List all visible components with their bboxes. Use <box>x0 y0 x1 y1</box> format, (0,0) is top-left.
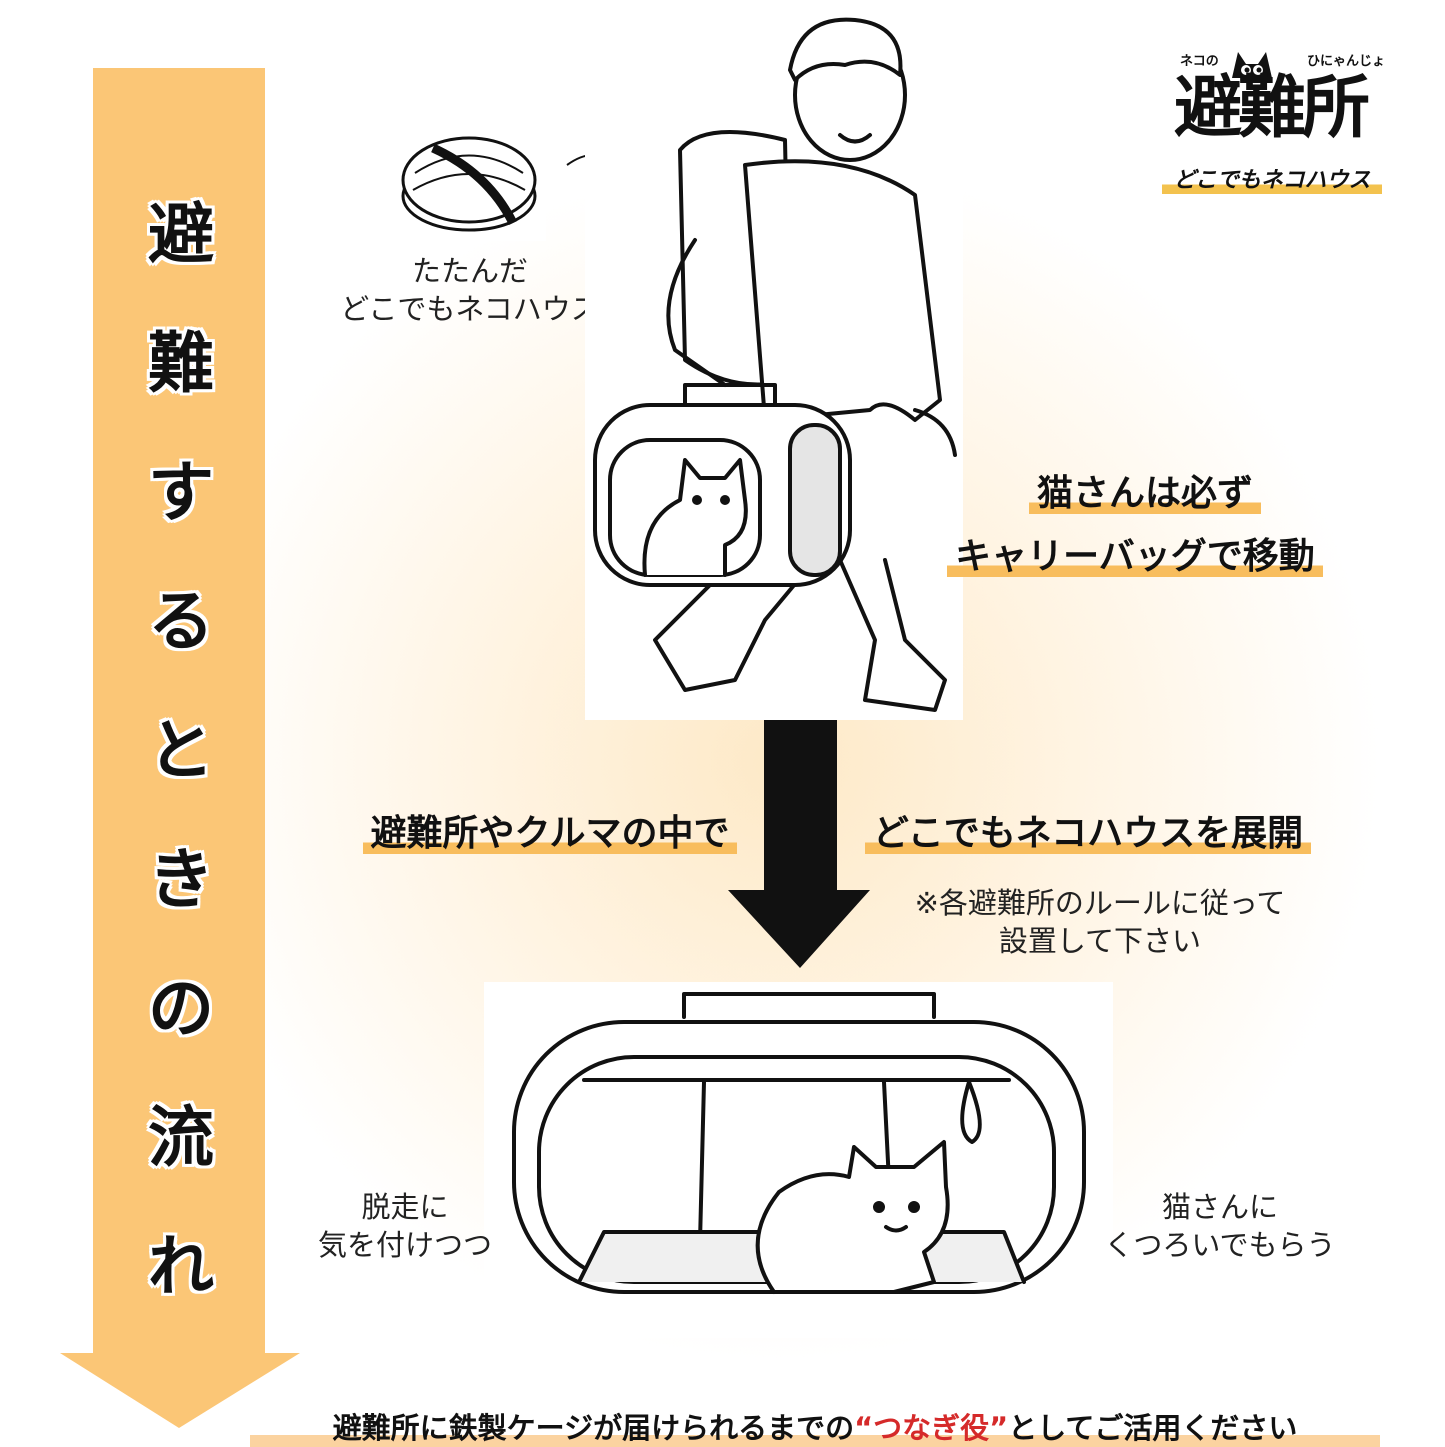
logo-small-right: ひにゃんじょ <box>1306 54 1385 69</box>
side-title: 避 難 す る と き の 流 れ <box>96 170 266 1331</box>
logo-main-text: 避難所 <box>1173 68 1370 148</box>
cat-house-image <box>484 982 1113 1338</box>
folded-label-line: どこでもネコハウス <box>340 292 600 326</box>
rule-note-line: ※各避難所のルールに従って <box>914 886 1286 920</box>
carrier-note: 猫さんは必ず <box>980 472 1310 516</box>
side-title-char: 流 <box>148 1099 214 1176</box>
down-arrow-icon <box>728 720 870 968</box>
brand-logo: ネコの ひにゃんじょ 避難所 どこでもネコハウス <box>1150 50 1390 194</box>
side-title-char: き <box>148 841 214 918</box>
rule-note: ※各避難所のルールに従って 設置して下さい <box>870 884 1330 960</box>
relax-note-line: くつろいでもらう <box>1104 1228 1336 1262</box>
side-title-char: 避 <box>148 196 214 273</box>
deploy-left-text: 避難所やクルマの中で <box>362 813 738 854</box>
bottom-cta: 避難所に鉄製ケージが届けられるまでの“つなぎ役”としてご活用ください <box>250 1405 1380 1447</box>
deploy-right-text: どこでもネコハウスを展開 <box>864 813 1312 854</box>
flow-arrow <box>60 68 300 1428</box>
man-with-carrier-image <box>585 0 963 720</box>
side-title-char: 難 <box>148 325 214 402</box>
cta-highlight: “つなぎ役” <box>854 1411 1009 1445</box>
cat-eyes-icon <box>1232 52 1272 78</box>
side-title-char: の <box>148 970 214 1047</box>
cta-before: 避難所に鉄製ケージが届けられるまでの <box>332 1411 855 1445</box>
side-title-char: す <box>148 454 214 531</box>
logo-sub-text: どこでもネコハウス <box>1162 162 1382 194</box>
escape-note: 脱走に 気を付けつつ <box>300 1188 510 1264</box>
cat-house-illustration <box>512 992 1086 1294</box>
carrier-note-line: キャリーバッグで移動 <box>947 536 1323 577</box>
deploy-right: どこでもネコハウスを展開 <box>838 812 1338 856</box>
folded-label-line: たたんだ <box>411 254 528 288</box>
side-title-char: と <box>148 712 214 789</box>
relax-note-line: 猫さんに <box>1161 1190 1278 1224</box>
carrier-note-line: 猫さんは必ず <box>1028 473 1261 514</box>
side-title-char: る <box>148 583 214 660</box>
side-title-char: れ <box>148 1228 214 1305</box>
folded-label: たたんだ どこでもネコハウス <box>320 252 620 328</box>
man-carrier-illustration <box>593 17 957 712</box>
logo-small-left: ネコの <box>1180 54 1219 69</box>
carrier-note-2: キャリーバッグで移動 <box>925 535 1345 579</box>
escape-note-line: 脱走に <box>361 1190 449 1224</box>
folded-house-image <box>393 118 546 241</box>
rule-note-line: 設置して下さい <box>998 924 1202 958</box>
escape-note-line: 気を付けつつ <box>317 1228 492 1262</box>
cta-after: としてご活用ください <box>1008 1411 1298 1445</box>
relax-note: 猫さんに くつろいでもらう <box>1090 1188 1350 1264</box>
deploy-left: 避難所やクルマの中で <box>345 812 755 856</box>
folded-house-icon <box>401 136 537 232</box>
